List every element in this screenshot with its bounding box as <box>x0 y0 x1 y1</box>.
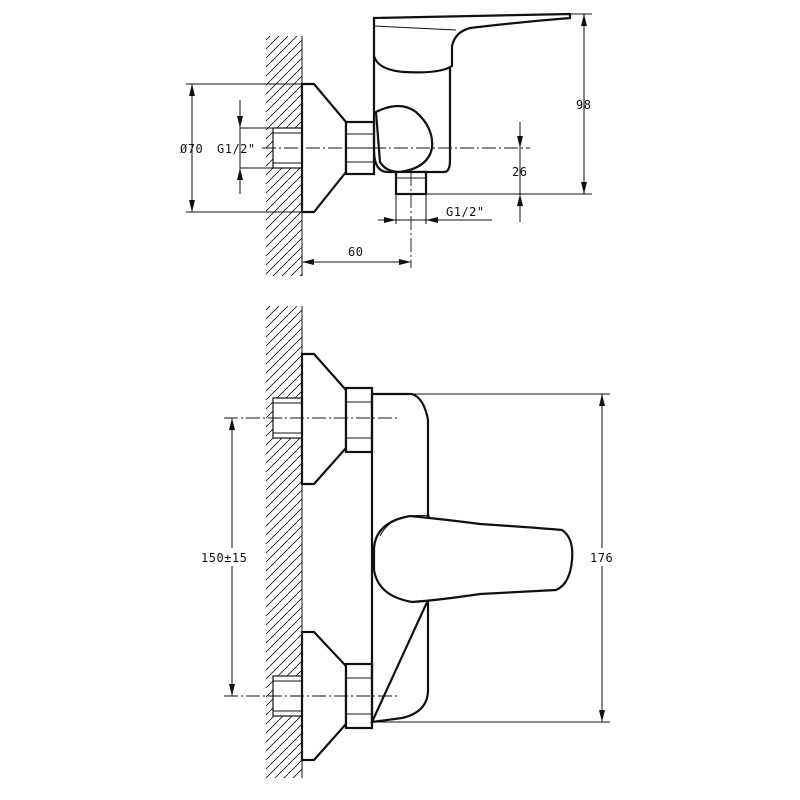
diameter-label: Ø70 <box>180 142 203 156</box>
height-98-label: 98 <box>576 98 591 112</box>
body-inner-curve <box>374 104 434 174</box>
dimension-depth-60: 60 <box>302 245 411 265</box>
front-view: 150±15 176 <box>198 306 618 778</box>
depth-60-label: 60 <box>348 245 363 259</box>
dimension-outlet-thread: G1/2" <box>378 194 492 224</box>
dimension-offset-26: 26 <box>512 122 527 222</box>
side-view: Ø70 G1/2" 98 26 <box>180 12 592 276</box>
dimension-spacing: 150±15 <box>198 418 264 696</box>
lever-handle-side <box>372 12 572 74</box>
height-176-label: 176 <box>590 551 613 565</box>
spacing-label: 150±15 <box>201 551 247 565</box>
lever-handle-front <box>372 514 574 604</box>
dimension-inlet-thread: G1/2" <box>217 100 276 194</box>
outlet-thread-label: G1/2" <box>446 205 485 219</box>
dimension-diameter: Ø70 <box>180 83 302 213</box>
upper-nut <box>344 386 374 454</box>
inlet-thread-label: G1/2" <box>217 142 256 156</box>
dimension-height-98: 98 <box>426 13 592 195</box>
offset-26-label: 26 <box>512 165 527 179</box>
dimension-height-176: 176 <box>372 393 618 723</box>
upper-escutcheon <box>300 352 348 486</box>
